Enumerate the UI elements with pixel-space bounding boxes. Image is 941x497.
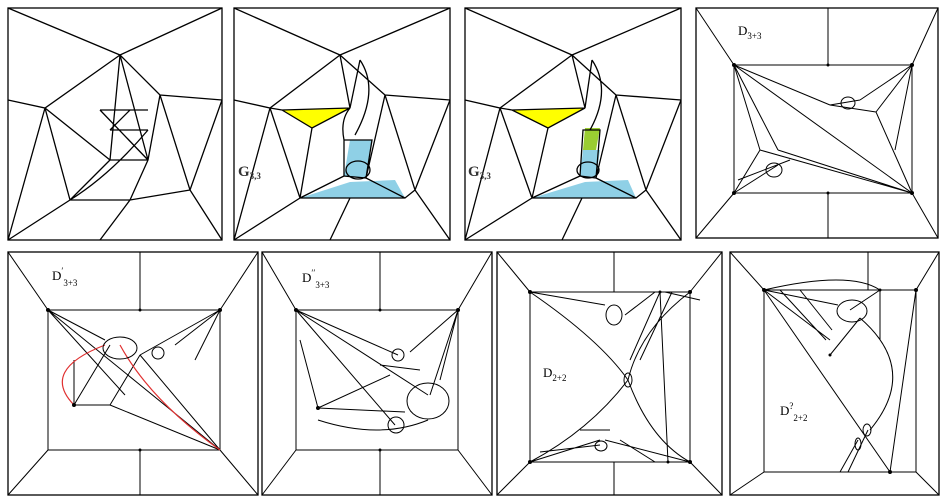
panel-3-label: G3,3: [468, 164, 491, 181]
blue-region-upper: [344, 140, 372, 178]
panel-7-graph: D2+2: [496, 251, 723, 496]
panel-5-label: D′3+3: [52, 266, 78, 288]
panel-3-graph: G3,3: [464, 7, 682, 241]
panel-2-graph: G3,3: [233, 7, 451, 241]
yellow-region: [512, 108, 585, 128]
green-region: [583, 128, 600, 150]
panel-4-label: D3+3: [738, 23, 762, 41]
panel-1-graph: [7, 7, 223, 241]
blue-region-lower: [300, 180, 405, 198]
yellow-region: [282, 108, 350, 128]
blue-region-upper: [580, 150, 600, 178]
panel-6-graph: D′′3+3: [261, 251, 493, 496]
red-curve: [61, 344, 106, 406]
panel-5-graph: D′3+3: [7, 251, 259, 496]
panel-7-label: D2+2: [543, 365, 566, 383]
red-curve: [119, 344, 221, 451]
panel-2-label: G3,3: [238, 164, 261, 181]
panel-8-label: D?2+2: [780, 401, 807, 423]
panel-6-label: D′′3+3: [302, 268, 330, 290]
panel-4-graph: D3+3: [695, 7, 939, 239]
blue-region-lower: [532, 180, 636, 198]
panel-8-graph: D?2+2: [729, 251, 940, 496]
